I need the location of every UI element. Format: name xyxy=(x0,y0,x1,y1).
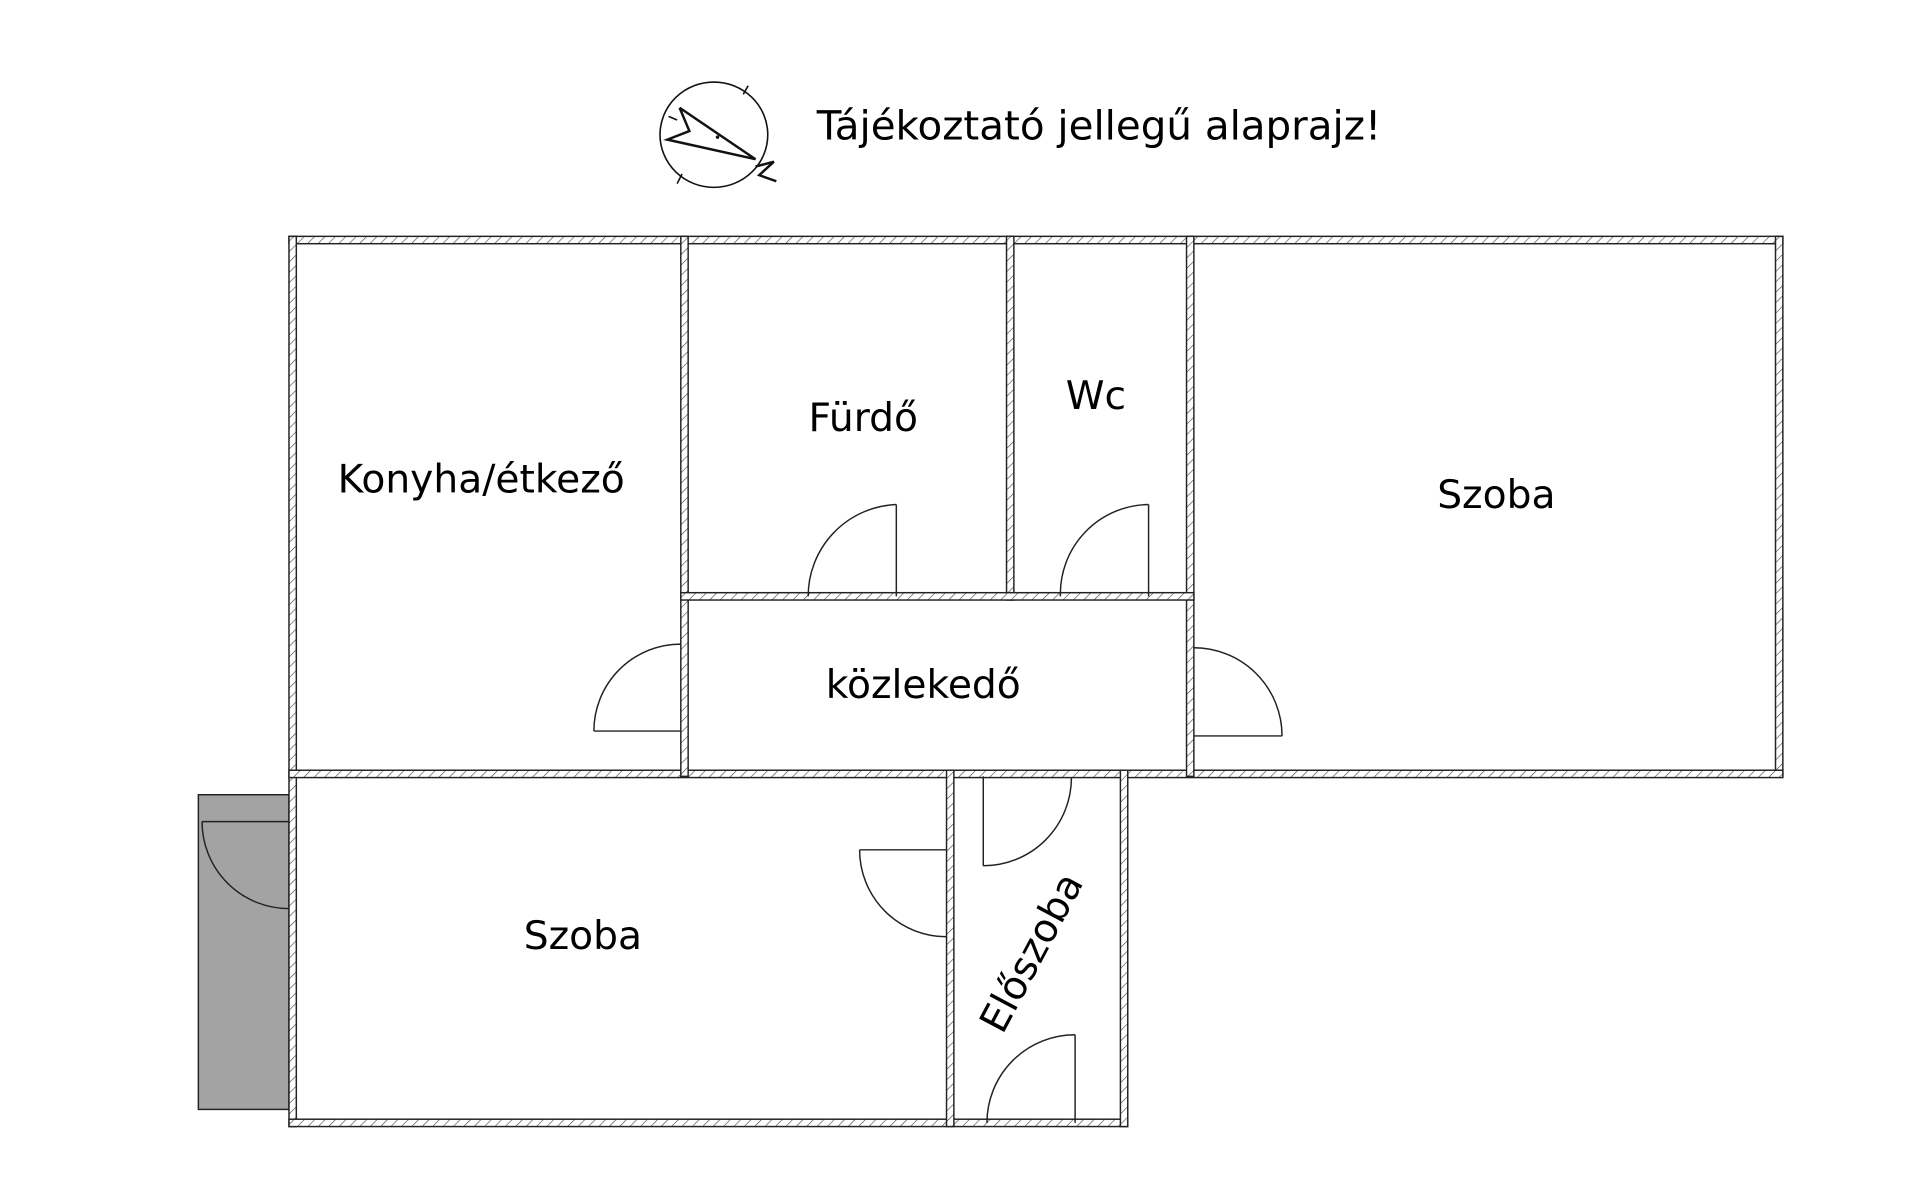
door-wc xyxy=(1059,503,1150,597)
room-label-room-right: Szoba xyxy=(1437,473,1555,518)
north-arrow-icon xyxy=(659,81,777,189)
room-label-entrance: Előszoba xyxy=(972,866,1093,1040)
walls xyxy=(288,235,1784,1128)
plan-title: Tájékoztató jellegű alaprajz! xyxy=(816,102,1381,150)
room-label-wc: Wc xyxy=(1066,374,1126,419)
door-entrance-main xyxy=(986,1033,1076,1123)
door-kitchen xyxy=(593,643,681,732)
door-entrance-upper xyxy=(982,776,1073,867)
balcony-door xyxy=(201,820,289,910)
room-label-room-left: Szoba xyxy=(524,914,642,959)
door-room-left xyxy=(858,849,947,938)
door-room-right xyxy=(1193,647,1283,737)
room-label-bathroom: Fürdő xyxy=(809,396,918,441)
balcony xyxy=(197,793,290,1111)
room-label-hallway: közlekedő xyxy=(826,663,1021,708)
door-bathroom xyxy=(807,503,898,597)
room-label-kitchen: Konyha/étkező xyxy=(338,457,625,502)
